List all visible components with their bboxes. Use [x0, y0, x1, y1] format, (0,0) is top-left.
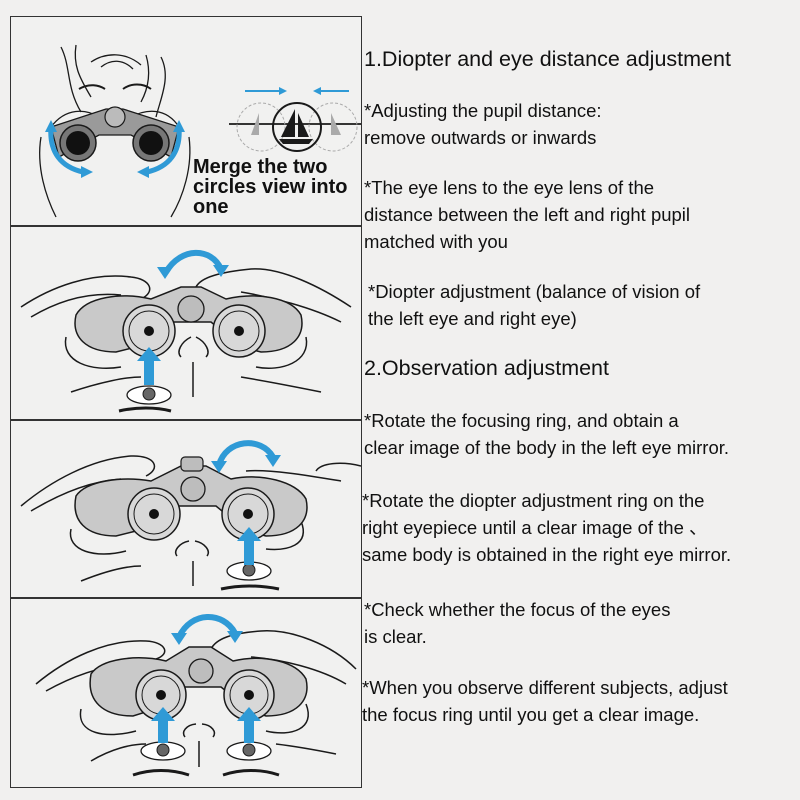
check-focus-illustration	[35, 614, 357, 777]
diopter-right-illustration	[20, 440, 361, 591]
instruction-text: *The eye lens to the eye lens of the	[364, 177, 655, 198]
instruction-text: the left eye and right eye)	[368, 308, 577, 329]
instruction-text: is clear.	[364, 626, 427, 647]
instruction-text: *Adjusting the pupil distance:	[364, 100, 602, 121]
focus-left-illustration	[20, 249, 352, 413]
illustration-check-focus	[10, 598, 362, 788]
instruction-text: matched with you	[364, 231, 508, 252]
illustration-diopter-right-eye	[10, 420, 362, 598]
merge-circles-caption: Merge the two circles view into one	[193, 156, 361, 218]
instruction-text: remove outwards or inwards	[364, 127, 597, 148]
instruction-text: *Rotate the diopter adjustment ring on t…	[362, 490, 705, 511]
instruction-text: clear image of the body in the left eye …	[364, 437, 730, 458]
instruction-text: *Diopter adjustment (balance of vision o…	[368, 281, 701, 302]
instruction-text: *Rotate the focusing ring, and obtain a	[364, 410, 679, 431]
illustration-focus-left-eye	[10, 226, 362, 420]
instruction-text: distance between the left and right pupi…	[364, 204, 691, 225]
instruction-text: same body is obtained in the right eye m…	[362, 544, 732, 565]
instruction-text: *Check whether the focus of the eyes	[364, 599, 671, 620]
instruction-text: right eyepiece until a clear image of th…	[362, 517, 708, 538]
binocular-user-illustration	[39, 44, 361, 218]
section-heading-diopter: 1.Diopter and eye distance adjustment	[364, 47, 731, 71]
illustration-pupil-distance: Merge the two circles view into one	[10, 16, 362, 226]
caption-line: one	[193, 196, 229, 218]
instruction-text: the focus ring until you get a clear ima…	[362, 704, 700, 725]
section-heading-observation: 2.Observation adjustment	[364, 356, 609, 380]
instruction-text: *When you observe different subjects, ad…	[362, 677, 728, 698]
caption-line: circles view into	[193, 176, 348, 198]
caption-line: Merge the two	[193, 156, 328, 178]
